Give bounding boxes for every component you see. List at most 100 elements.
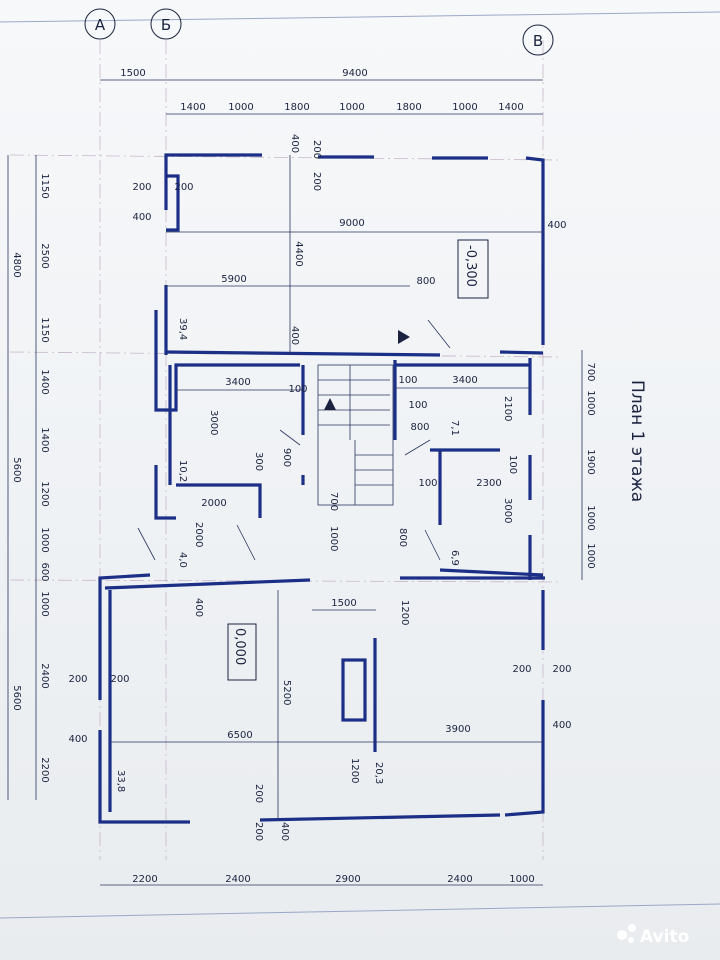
staircase xyxy=(317,330,410,506)
svg-text:800: 800 xyxy=(416,276,435,287)
svg-text:100: 100 xyxy=(398,375,417,386)
left-outer-5600-a: 5600 xyxy=(11,457,22,482)
svg-text:400: 400 xyxy=(547,220,566,231)
svg-text:5900: 5900 xyxy=(221,274,246,285)
svg-text:200: 200 xyxy=(311,140,322,159)
svg-text:100: 100 xyxy=(288,384,307,395)
svg-text:200: 200 xyxy=(68,674,87,685)
svg-text:400: 400 xyxy=(132,212,151,223)
room-area-1: 39,4 xyxy=(177,318,188,340)
svg-text:5200: 5200 xyxy=(281,680,292,705)
room-area-5: 6,9 xyxy=(449,550,460,566)
svg-text:300: 300 xyxy=(253,452,264,471)
svg-text:400: 400 xyxy=(289,134,300,153)
left-dim-7: 1000 xyxy=(39,527,50,552)
avito-watermark: Avito xyxy=(617,924,689,947)
svg-text:Б: Б xyxy=(161,16,171,34)
svg-text:3400: 3400 xyxy=(452,375,477,386)
svg-text:А: А xyxy=(95,16,106,34)
svg-text:3400: 3400 xyxy=(225,377,250,388)
left-dim-1: 1150 xyxy=(39,173,50,198)
svg-text:-0,300: -0,300 xyxy=(463,245,478,287)
svg-text:1200: 1200 xyxy=(349,758,360,783)
axis-marker-b: Б xyxy=(150,8,182,40)
svg-text:100: 100 xyxy=(418,478,437,489)
walls-lower xyxy=(98,573,545,824)
svg-text:6500: 6500 xyxy=(227,730,252,741)
bottom-dim-1: 2200 xyxy=(132,874,157,885)
svg-text:200: 200 xyxy=(253,822,264,841)
svg-text:200: 200 xyxy=(311,172,322,191)
left-dim-9: 1000 xyxy=(39,591,50,616)
right-dim-1: 700 xyxy=(585,362,596,381)
svg-text:0,000: 0,000 xyxy=(232,628,247,665)
right-dim-4: 1000 xyxy=(585,505,596,530)
left-outer-4800: 4800 xyxy=(11,252,22,277)
axis-marker-a: А xyxy=(84,8,116,40)
svg-text:3000: 3000 xyxy=(208,410,219,435)
svg-text:200: 200 xyxy=(512,664,531,675)
right-dim-2: 1000 xyxy=(585,390,596,415)
plan-title: План 1 этажа xyxy=(627,380,647,502)
right-dim-3: 1900 xyxy=(585,449,596,474)
sheet-border-bottom xyxy=(0,903,720,919)
left-dim-5: 1400 xyxy=(39,427,50,452)
room-area-2: 10,2 xyxy=(177,460,188,482)
top-dim-inner-3: 1800 xyxy=(284,102,309,113)
svg-text:200: 200 xyxy=(132,182,151,193)
room-area-6: 33,8 xyxy=(115,770,126,792)
left-outer-5600-b: 5600 xyxy=(11,685,22,710)
svg-text:2300: 2300 xyxy=(476,478,501,489)
room-area-4: 7,1 xyxy=(449,420,460,436)
svg-text:3000: 3000 xyxy=(502,498,513,523)
left-dim-8: 600 xyxy=(39,562,50,581)
svg-text:9000: 9000 xyxy=(339,218,364,229)
svg-text:В: В xyxy=(533,32,543,50)
svg-text:200: 200 xyxy=(174,182,193,193)
bottom-dim-2: 2400 xyxy=(225,874,250,885)
bottom-dim-4: 2400 xyxy=(447,874,472,885)
interior-dimensions: 9000 4400 5900 800 200 200 200 200 400 4… xyxy=(68,134,571,841)
top-dim-inner-2: 1000 xyxy=(228,102,253,113)
svg-text:400: 400 xyxy=(193,598,204,617)
left-dim-6: 1200 xyxy=(39,481,50,506)
level-marker-upper: -0,300 xyxy=(457,239,489,299)
svg-text:400: 400 xyxy=(552,720,571,731)
door-swings xyxy=(137,319,451,561)
bottom-dim-5: 1000 xyxy=(509,874,534,885)
svg-text:100: 100 xyxy=(408,400,427,411)
top-dim-9400: 9400 xyxy=(342,68,367,79)
svg-text:3900: 3900 xyxy=(445,724,470,735)
top-dim-inner-4: 1000 xyxy=(339,102,364,113)
axis-marker-v: В xyxy=(522,24,554,56)
svg-text:800: 800 xyxy=(397,528,408,547)
svg-text:4400: 4400 xyxy=(293,241,304,266)
room-area-3: 4,0 xyxy=(177,552,188,568)
sheet-border-top xyxy=(0,11,720,23)
svg-text:Avito: Avito xyxy=(640,927,689,947)
top-dim-inner-6: 1000 xyxy=(452,102,477,113)
svg-text:1500: 1500 xyxy=(331,598,356,609)
top-dim-inner-5: 1800 xyxy=(396,102,421,113)
svg-text:400: 400 xyxy=(68,734,87,745)
bottom-dim-3: 2900 xyxy=(335,874,360,885)
top-dim-1500: 1500 xyxy=(120,68,145,79)
top-dim-inner-7: 1400 xyxy=(498,102,523,113)
svg-text:400: 400 xyxy=(279,822,290,841)
svg-text:700: 700 xyxy=(328,492,339,511)
right-dim-5: 1000 xyxy=(585,543,596,568)
walls-middle xyxy=(154,310,544,580)
svg-text:1200: 1200 xyxy=(399,600,410,625)
svg-text:100: 100 xyxy=(507,455,518,474)
level-marker-lower: 0,000 xyxy=(227,623,257,681)
room-area-7: 20,3 xyxy=(373,762,384,784)
svg-text:900: 900 xyxy=(281,448,292,467)
svg-text:2000: 2000 xyxy=(193,522,204,547)
top-dim-inner-1: 1400 xyxy=(180,102,205,113)
left-dim-11: 2200 xyxy=(39,757,50,782)
svg-text:400: 400 xyxy=(289,326,300,345)
left-dim-2: 2500 xyxy=(39,243,50,268)
svg-text:2100: 2100 xyxy=(502,396,513,421)
